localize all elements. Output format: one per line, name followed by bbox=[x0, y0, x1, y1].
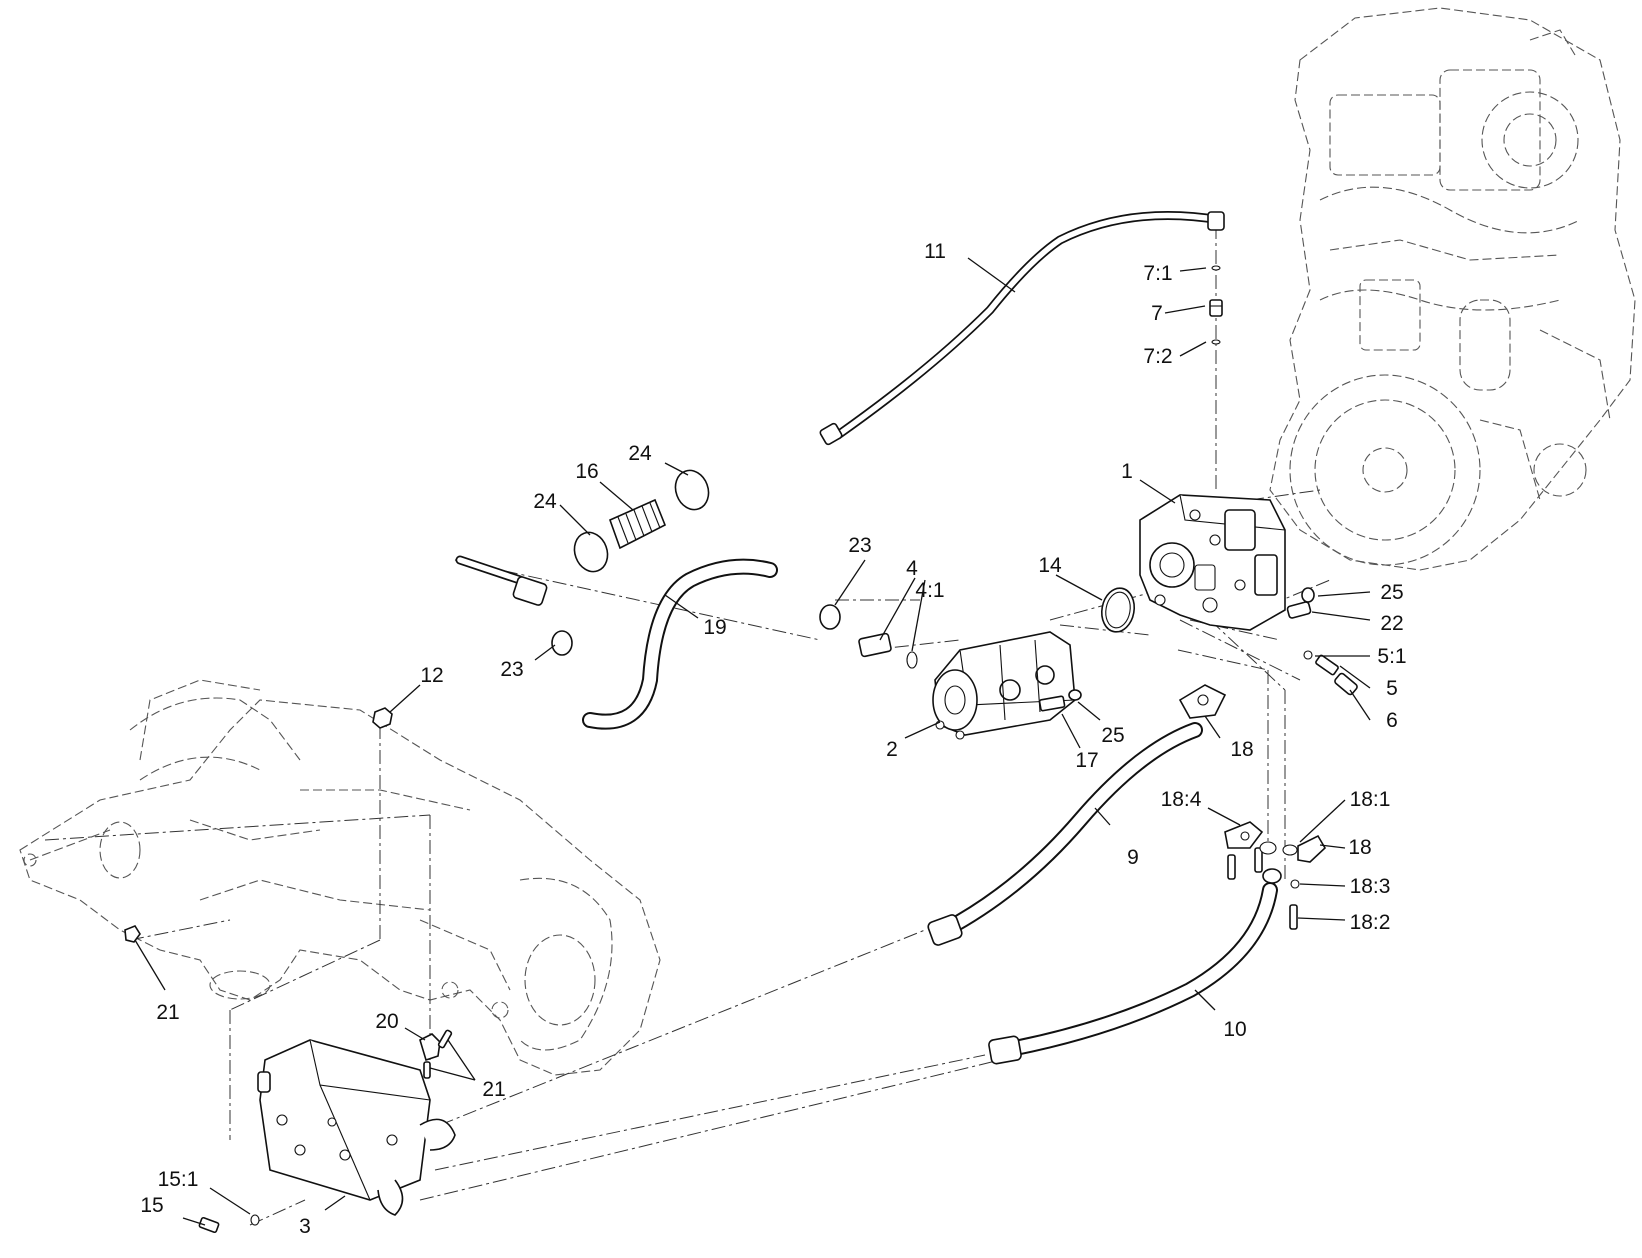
flange-part-18-right bbox=[1282, 834, 1327, 930]
callout-15-1: 15:1 bbox=[158, 1168, 199, 1191]
callout-24-left: 24 bbox=[533, 490, 557, 513]
chassis-frame-outline bbox=[19, 679, 661, 1076]
hose-sleeve-part-16 bbox=[608, 498, 667, 550]
callout-9: 9 bbox=[1127, 846, 1139, 869]
suction-hose-part-19 bbox=[582, 558, 778, 730]
bracket-part-20 bbox=[419, 1029, 453, 1079]
assembly-lines bbox=[44, 225, 1331, 1226]
callout-17: 17 bbox=[1075, 749, 1098, 772]
sensor-part-6 bbox=[1303, 650, 1358, 696]
suction-tube bbox=[455, 555, 548, 606]
callout-4-1: 4:1 bbox=[915, 579, 944, 602]
pump-part-1 bbox=[1139, 494, 1286, 631]
bolt-part-22 bbox=[1286, 587, 1315, 619]
callout-14: 14 bbox=[1038, 554, 1062, 577]
callout-6: 6 bbox=[1386, 709, 1398, 732]
callout-15: 15 bbox=[140, 1194, 163, 1217]
manifold-part-3 bbox=[257, 1039, 456, 1216]
callout-25-right: 25 bbox=[1380, 581, 1403, 604]
callout-7: 7 bbox=[1151, 302, 1163, 325]
callout-10: 10 bbox=[1223, 1018, 1246, 1041]
callout-18-right: 18 bbox=[1348, 836, 1371, 859]
flange-part-18 bbox=[1178, 684, 1227, 719]
callout-16: 16 bbox=[575, 460, 598, 483]
callout-21-right: 21 bbox=[482, 1078, 505, 1101]
hose-part-9 bbox=[927, 722, 1203, 946]
callout-18-2: 18:2 bbox=[1350, 911, 1391, 934]
nut-part-12 bbox=[372, 707, 393, 729]
hose-clamp-part-23 bbox=[551, 604, 841, 656]
bolt-part-17 bbox=[1038, 689, 1082, 712]
plug-part-15 bbox=[198, 1214, 260, 1234]
hydraulic-tube-part-11 bbox=[819, 211, 1225, 446]
callout-23-left: 23 bbox=[500, 658, 523, 681]
callout-25-left: 25 bbox=[1101, 724, 1124, 747]
callout-7-2: 7:2 bbox=[1143, 345, 1172, 368]
callout-19: 19 bbox=[703, 616, 726, 639]
gear-pump-part-2 bbox=[932, 631, 1076, 740]
flange-part-18-4 bbox=[1224, 821, 1282, 884]
callout-labels: 11 7:1 7 7:2 1 14 25 22 5:1 5 6 25 17 2 … bbox=[140, 240, 1406, 1238]
callout-24-top: 24 bbox=[628, 442, 652, 465]
fitting-part-7 bbox=[1209, 265, 1223, 345]
hose-part-10 bbox=[988, 882, 1278, 1065]
callout-22: 22 bbox=[1380, 612, 1403, 635]
callout-18-4: 18:4 bbox=[1161, 788, 1202, 811]
callout-23-right: 23 bbox=[848, 534, 871, 557]
callout-1: 1 bbox=[1121, 460, 1133, 483]
engine-outline bbox=[1269, 7, 1636, 571]
callout-4: 4 bbox=[906, 557, 918, 580]
callout-20: 20 bbox=[375, 1010, 398, 1033]
callout-11: 11 bbox=[924, 240, 946, 263]
callout-12: 12 bbox=[420, 664, 443, 687]
leader-lines bbox=[134, 257, 1371, 1226]
callout-18-top: 18 bbox=[1230, 738, 1253, 761]
clamp-part-24 bbox=[573, 469, 710, 573]
callout-5: 5 bbox=[1386, 677, 1398, 700]
callout-21-left: 21 bbox=[156, 1001, 179, 1024]
callout-2: 2 bbox=[886, 738, 898, 761]
callout-3: 3 bbox=[299, 1215, 311, 1238]
bolt-part-21-left bbox=[124, 925, 141, 943]
fitting-part-4 bbox=[858, 632, 918, 669]
callout-7-1: 7:1 bbox=[1143, 262, 1172, 285]
callout-18-1: 18:1 bbox=[1350, 788, 1391, 811]
callout-18-3: 18:3 bbox=[1350, 875, 1391, 898]
o-ring-part-14 bbox=[1100, 587, 1136, 633]
callout-5-1: 5:1 bbox=[1377, 645, 1406, 668]
